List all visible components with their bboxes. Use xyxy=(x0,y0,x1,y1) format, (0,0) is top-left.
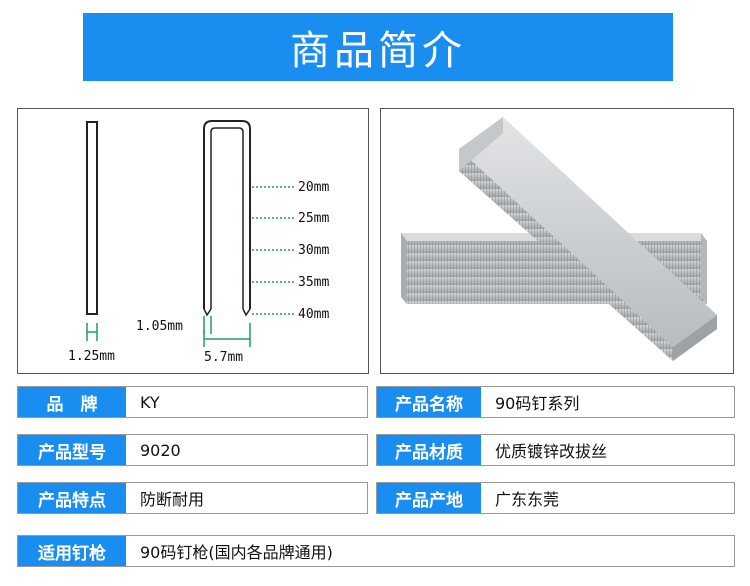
page-title: 商品简介 xyxy=(290,28,466,74)
length-label-20: 20mm xyxy=(298,180,329,195)
spec-row-material: 产品材质 优质镀锌改拔丝 xyxy=(376,434,735,466)
product-photo xyxy=(380,108,734,374)
spec-value: KY xyxy=(140,392,160,412)
spec-row-brand: 品 牌 KY xyxy=(17,386,368,418)
crown-width-dimension xyxy=(203,323,251,347)
spec-label: 产品产地 xyxy=(377,483,481,513)
spec-value: 广东东莞 xyxy=(495,490,560,509)
staple-front-inner xyxy=(210,127,244,309)
spec-label: 品 牌 xyxy=(18,387,126,417)
staple-diagram-svg: 20mm 25mm 30mm 35mm 40mm 1.25mm 1.05mm 5… xyxy=(68,120,329,365)
spec-label: 适用钉枪 xyxy=(18,536,126,566)
thickness-dimension xyxy=(86,323,98,341)
spec-row-compatible-gun: 适用钉枪 90码钉枪(国内各品牌通用) xyxy=(17,535,735,567)
thickness-label: 1.25mm xyxy=(68,349,115,364)
spec-value: 90码钉枪(国内各品牌通用) xyxy=(140,543,333,562)
spec-label: 产品名称 xyxy=(377,387,481,417)
spec-row-origin: 产品产地 广东东莞 xyxy=(376,482,735,514)
spec-row-product-name: 产品名称 90码钉系列 xyxy=(376,386,735,418)
spec-label: 产品型号 xyxy=(18,435,126,465)
spec-value: 90码钉系列 xyxy=(495,394,580,413)
staple-strips-illustration xyxy=(401,117,717,361)
spec-value: 防断耐用 xyxy=(140,490,205,509)
staple-right-point xyxy=(242,308,251,317)
spec-label: 产品材质 xyxy=(377,435,481,465)
wire-width-label: 1.05mm xyxy=(136,319,183,334)
title-banner: 商品简介 xyxy=(83,13,673,81)
length-label-35: 35mm xyxy=(298,275,329,290)
length-label-25: 25mm xyxy=(298,211,329,226)
front-staple-strip xyxy=(459,117,717,361)
spec-value: 9020 xyxy=(140,440,181,460)
length-ticks xyxy=(252,186,296,315)
staple-dimension-diagram: 20mm 25mm 30mm 35mm 40mm 1.25mm 1.05mm 5… xyxy=(17,108,369,374)
length-label-30: 30mm xyxy=(298,243,329,258)
crown-width-label: 5.7mm xyxy=(204,350,243,365)
spec-row-features: 产品特点 防断耐用 xyxy=(17,482,368,514)
spec-label: 产品特点 xyxy=(18,483,126,513)
spec-row-model: 产品型号 9020 xyxy=(17,434,368,466)
length-label-40: 40mm xyxy=(298,307,329,322)
staple-left-point xyxy=(203,308,212,317)
spec-value: 优质镀锌改拔丝 xyxy=(495,442,608,461)
staple-side-view xyxy=(86,121,98,315)
wire-width-dimension xyxy=(203,316,212,334)
staple-front-outer xyxy=(203,120,251,309)
